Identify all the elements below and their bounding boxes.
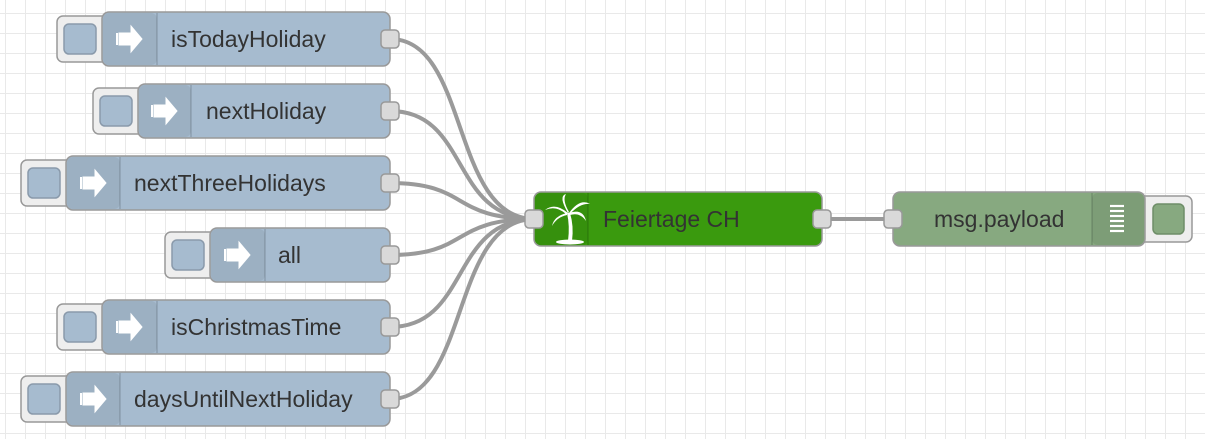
input-port[interactable] (524, 209, 544, 229)
wire-isChristmasTime[interactable] (389, 217, 536, 329)
holiday-node[interactable]: Feiertage CH (524, 191, 832, 247)
inject-button-inner[interactable] (171, 239, 205, 271)
input-port[interactable] (883, 209, 903, 229)
wires-layer (389, 37, 894, 401)
wire-nextHoliday[interactable] (389, 109, 536, 221)
wire-nextThreeHolidays[interactable] (389, 181, 536, 221)
arrow-in-icon (116, 312, 143, 342)
palm-tree-icon (545, 194, 590, 245)
inject-node-label: isChristmasTime (171, 314, 341, 340)
output-port[interactable] (380, 389, 400, 409)
inject-node-label: daysUntilNextHoliday (134, 386, 353, 412)
arrow-in-icon (151, 96, 178, 126)
debug-node[interactable]: msg.payload (883, 191, 1193, 247)
debug-node-label: msg.payload (934, 206, 1064, 232)
holiday-icon-area (535, 193, 588, 245)
inject-node[interactable]: isTodayHoliday (56, 11, 400, 67)
inject-node[interactable]: nextHoliday (92, 83, 400, 139)
inject-button-inner[interactable] (27, 383, 61, 415)
output-port[interactable] (380, 29, 400, 49)
inject-node[interactable]: nextThreeHolidays (20, 155, 400, 211)
inject-button-inner[interactable] (99, 95, 133, 127)
output-port[interactable] (380, 101, 400, 121)
inject-node[interactable]: isChristmasTime (56, 299, 400, 355)
output-port[interactable] (380, 317, 400, 337)
inject-node[interactable]: daysUntilNextHoliday (20, 371, 400, 427)
arrow-in-icon (80, 384, 107, 414)
inject-node-label: all (278, 242, 301, 268)
arrow-in-icon (80, 168, 107, 198)
wire-isTodayHoliday[interactable] (389, 37, 536, 221)
output-port[interactable] (380, 245, 400, 265)
debug-icon-area (1092, 193, 1144, 245)
output-port[interactable] (380, 173, 400, 193)
inject-node-label: isTodayHoliday (171, 26, 326, 52)
output-port[interactable] (812, 209, 832, 229)
arrow-in-icon (224, 240, 251, 270)
inject-button-inner[interactable] (63, 23, 97, 55)
inject-node-label: nextThreeHolidays (134, 170, 326, 196)
debug-toggle-inner[interactable] (1152, 203, 1185, 235)
wire-all[interactable] (389, 217, 536, 257)
inject-node-label: nextHoliday (206, 98, 327, 124)
inject-node[interactable]: all (164, 227, 400, 283)
holiday-node-label: Feiertage CH (603, 206, 740, 232)
wire-daysUntilNextHoliday[interactable] (389, 217, 536, 401)
arrow-in-icon (116, 24, 143, 54)
inject-button-inner[interactable] (63, 311, 97, 343)
inject-button-inner[interactable] (27, 167, 61, 199)
debug-lines-icon (1110, 204, 1124, 233)
